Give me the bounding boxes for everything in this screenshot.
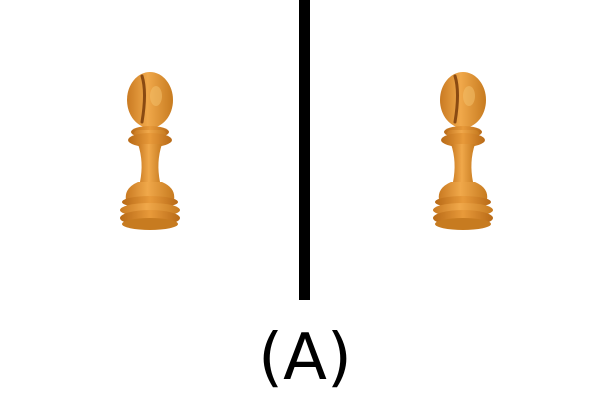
right-chess-piece-icon <box>427 70 499 232</box>
left-chess-piece-icon <box>114 70 186 232</box>
vertical-divider-line <box>299 0 310 300</box>
caption-label: (A) <box>258 321 352 395</box>
